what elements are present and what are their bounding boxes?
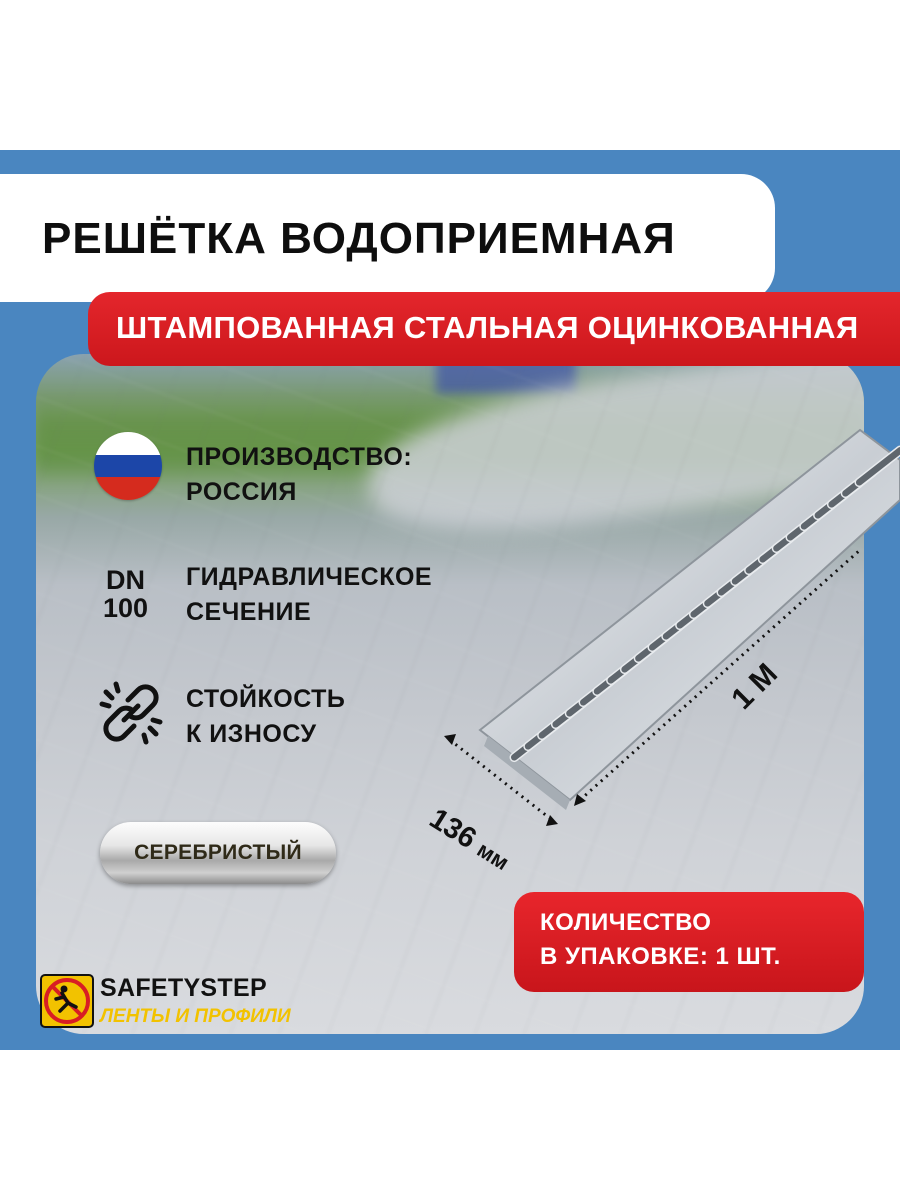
quantity-line2: В УПАКОВКЕ: 1 ШТ. (540, 943, 781, 970)
page-subtitle: ШТАМПОВАННАЯ СТАЛЬНАЯ ОЦИНКОВАННАЯ (116, 310, 859, 345)
safetystep-logo-icon (40, 974, 94, 1028)
color-badge-label: СЕРЕБРИСТЫЙ (134, 841, 302, 864)
dn-icon-line1: DN (106, 565, 146, 595)
product-photo-background (36, 354, 864, 1034)
grate-slot (854, 445, 900, 488)
feature-hydraulic-line2: СЕЧЕНИЕ (186, 598, 312, 626)
feature-production-line2: РОССИЯ (186, 478, 297, 506)
feature-production-line1: ПРОИЗВОДСТВО: (186, 443, 413, 471)
feature-wear-resistance: СТОЙКОСТЬ К ИЗНОСУ (186, 682, 345, 752)
brand-tagline: ЛЕНТЫ И ПРОФИЛИ (100, 1006, 291, 1027)
feature-hydraulic-line1: ГИДРАВЛИЧЕСКОЕ (186, 563, 433, 591)
title-panel (0, 174, 775, 302)
color-badge: СЕРЕБРИСТЫЙ (100, 822, 336, 884)
subtitle-bar (88, 292, 900, 366)
quantity-line1: КОЛИЧЕСТВО (540, 909, 712, 936)
feature-production: ПРОИЗВОДСТВО: РОССИЯ (186, 440, 412, 510)
feature-hydraulic-section: ГИДРАВЛИЧЕСКОЕ СЕЧЕНИЕ (186, 560, 432, 630)
dn-icon-line2: 100 (103, 593, 149, 623)
brand-name: SAFETYSTEP (100, 974, 267, 1002)
grate-slots (509, 445, 900, 763)
feature-wear-line1: СТОЙКОСТЬ (186, 685, 346, 713)
drain-grate-image (444, 428, 900, 826)
chain-link-icon (99, 681, 163, 745)
russia-flag-icon (94, 432, 162, 500)
feature-wear-line2: К ИЗНОСУ (186, 720, 317, 748)
dn-100-icon: DN 100 (103, 566, 148, 622)
quantity-box (514, 892, 864, 992)
quantity-text: КОЛИЧЕСТВО В УПАКОВКЕ: 1 ШТ. (540, 906, 781, 974)
page-title: РЕШЁТКА ВОДОПРИЕМНАЯ (42, 214, 676, 263)
